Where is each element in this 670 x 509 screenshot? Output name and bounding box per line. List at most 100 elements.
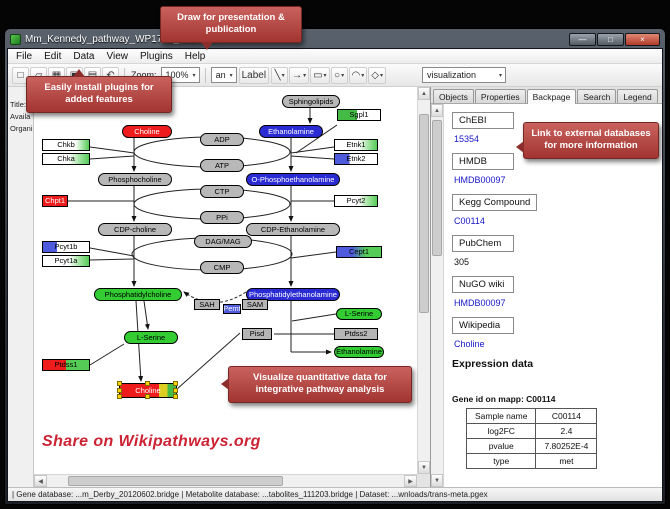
pathway-node-sam[interactable]: SAM bbox=[242, 299, 268, 310]
scroll-left-icon[interactable]: ◀ bbox=[34, 475, 47, 487]
maximize-button[interactable]: □ bbox=[597, 33, 624, 46]
pathway-node-pcyt1b[interactable]: Pcyt1b bbox=[42, 241, 90, 253]
tab-properties[interactable]: Properties bbox=[474, 89, 526, 103]
scrollbar-track[interactable] bbox=[47, 475, 404, 487]
pathway-node-dag-mag[interactable]: DAG/MAG bbox=[194, 235, 252, 248]
pathway-node-choline[interactable]: Choline bbox=[122, 125, 172, 138]
pathway-node-pcyt1a[interactable]: Pcyt1a bbox=[42, 255, 90, 267]
pathway-node-l-serine[interactable]: L-Serine bbox=[124, 331, 178, 344]
scroll-up-icon[interactable]: ▲ bbox=[418, 87, 430, 100]
chevron-down-icon: ▾ bbox=[281, 72, 285, 79]
pathway-node-ethanolamine[interactable]: Ethanolamine bbox=[259, 125, 323, 138]
tab-legend[interactable]: Legend bbox=[617, 89, 658, 103]
backpage-link[interactable]: C00114 bbox=[454, 216, 485, 226]
close-button[interactable]: × bbox=[625, 33, 660, 46]
template-tool[interactable]: ◇▾ bbox=[368, 66, 387, 84]
pathway-node-o-phosphoethanolamine[interactable]: O-Phosphoethanolamine bbox=[246, 173, 340, 186]
pathway-node-sphingolipids[interactable]: Sphingolipids bbox=[282, 95, 340, 108]
scroll-down-icon[interactable]: ▼ bbox=[431, 474, 443, 487]
left-panel-line: Availa bbox=[10, 112, 31, 121]
pathway-node-chkb[interactable]: Chkb bbox=[42, 139, 90, 151]
scroll-down-icon[interactable]: ▼ bbox=[418, 461, 430, 474]
pathway-node-etnk2[interactable]: Etnk2 bbox=[334, 153, 378, 165]
selection-handle[interactable] bbox=[173, 394, 178, 399]
pathway-node-ethanolamine[interactable]: Ethanolamine bbox=[334, 346, 384, 358]
pathway-node-ppi[interactable]: PPi bbox=[200, 211, 244, 224]
tab-search[interactable]: Search bbox=[577, 89, 617, 103]
pathway-node-sah[interactable]: SAH bbox=[194, 299, 220, 310]
pathway-node-cdp-ethanolamine[interactable]: CDP-Ethanolamine bbox=[246, 223, 340, 236]
selection-handle[interactable] bbox=[145, 394, 150, 399]
style-combobox[interactable]: an ▾ bbox=[210, 67, 237, 83]
table-cell: 2.4 bbox=[535, 423, 598, 439]
scrollbar-track[interactable] bbox=[431, 117, 443, 474]
expression-data-title: Expression data bbox=[452, 358, 534, 370]
scrollbar-track[interactable] bbox=[418, 100, 430, 461]
pathway-node-chpt1[interactable]: Chpt1 bbox=[42, 195, 68, 207]
selection-handle[interactable] bbox=[145, 381, 150, 386]
backpage-header-chebi: ChEBI bbox=[452, 112, 514, 129]
visualization-combobox[interactable]: visualization ▾ bbox=[422, 67, 506, 83]
pathway-node-adp[interactable]: ADP bbox=[200, 133, 244, 146]
pathway-node-cept1[interactable]: Cept1 bbox=[336, 246, 382, 258]
menu-item-edit[interactable]: Edit bbox=[44, 50, 62, 62]
tab-backpage[interactable]: Backpage bbox=[526, 89, 577, 104]
pathway-node-ptdss1[interactable]: Ptdss1 bbox=[42, 359, 90, 371]
pathway-node-ctp[interactable]: CTP bbox=[200, 185, 244, 198]
pathway-node-phosphocholine[interactable]: Phosphocholine bbox=[98, 173, 172, 186]
pathway-node-l-serine[interactable]: L-Serine bbox=[336, 308, 382, 320]
pathway-node-atp[interactable]: ATP bbox=[200, 159, 244, 172]
pathway-node-pcyt2[interactable]: Pcyt2 bbox=[334, 195, 378, 207]
canvas-vertical-scrollbar[interactable]: ▲ ▼ bbox=[417, 87, 430, 474]
selection-handle[interactable] bbox=[173, 387, 178, 393]
app-icon bbox=[10, 34, 21, 45]
pathway-node-etnk1[interactable]: Etnk1 bbox=[334, 139, 378, 151]
pathway-node-pisd[interactable]: Pisd bbox=[242, 328, 272, 340]
scroll-right-icon[interactable]: ▶ bbox=[404, 475, 417, 487]
menu-item-file[interactable]: File bbox=[16, 50, 33, 62]
pathway-node-cdp-choline[interactable]: CDP-choline bbox=[98, 223, 172, 236]
backpage-link[interactable]: 15354 bbox=[454, 134, 480, 144]
menu-item-data[interactable]: Data bbox=[73, 50, 95, 62]
menu-item-help[interactable]: Help bbox=[184, 50, 206, 62]
new-file-icon[interactable]: □ bbox=[12, 66, 29, 84]
menu-item-plugins[interactable]: Plugins bbox=[139, 50, 173, 62]
selection-handle[interactable] bbox=[117, 394, 122, 399]
ellipse-tool[interactable]: ○▾ bbox=[330, 66, 348, 84]
pathway-node-ptdss2[interactable]: Ptdss2 bbox=[334, 328, 378, 340]
scroll-up-icon[interactable]: ▲ bbox=[431, 104, 443, 117]
scrollbar-thumb[interactable] bbox=[432, 120, 442, 256]
pathway-node-pemt[interactable]: Pemt bbox=[223, 304, 241, 314]
pathway-node-sgpl1[interactable]: Sgpl1 bbox=[337, 109, 381, 121]
pathway-node-choline[interactable]: Choline bbox=[117, 381, 178, 399]
pathway-node-chka[interactable]: Chka bbox=[42, 153, 90, 165]
sidebar-scrollbar[interactable]: ▲ ▼ bbox=[431, 104, 444, 487]
scrollbar-thumb[interactable] bbox=[419, 114, 429, 313]
pathway-node-phosphatidylcholine[interactable]: Phosphatidylcholine bbox=[94, 288, 182, 301]
backpage-link[interactable]: HMDB00097 bbox=[454, 298, 506, 308]
table-cell: C00114 bbox=[535, 408, 598, 424]
backpage-link[interactable]: Choline bbox=[454, 339, 485, 349]
minimize-button[interactable]: — bbox=[569, 33, 596, 46]
canvas-horizontal-scrollbar[interactable]: ◀ ▶ bbox=[34, 474, 417, 487]
toolbar-separator bbox=[204, 67, 206, 83]
pathway-node-cmp[interactable]: CMP bbox=[200, 261, 244, 274]
selection-handle[interactable] bbox=[117, 381, 122, 386]
backpage-link[interactable]: HMDB00097 bbox=[454, 175, 506, 185]
selection-handle[interactable] bbox=[117, 387, 122, 393]
pathway-node-phosphatidylethanolamine[interactable]: Phosphatidylethanolamine bbox=[246, 288, 340, 301]
line-tool[interactable]: ╲▾ bbox=[271, 66, 289, 84]
label-tool-button[interactable]: Label bbox=[238, 66, 270, 84]
scrollbar-thumb[interactable] bbox=[68, 476, 283, 486]
arc-tool[interactable]: ◠▾ bbox=[348, 66, 368, 84]
tab-objects[interactable]: Objects bbox=[433, 89, 474, 103]
scrollbar-corner bbox=[417, 474, 430, 487]
arrow-tool[interactable]: →▾ bbox=[289, 66, 310, 84]
selection-handle[interactable] bbox=[173, 381, 178, 386]
rectangle-tool[interactable]: ▭▾ bbox=[310, 66, 330, 84]
title-bar[interactable]: Mm_Kennedy_pathway_WP1771_45176.gpml — □… bbox=[7, 31, 663, 48]
menu-item-view[interactable]: View bbox=[106, 50, 128, 62]
